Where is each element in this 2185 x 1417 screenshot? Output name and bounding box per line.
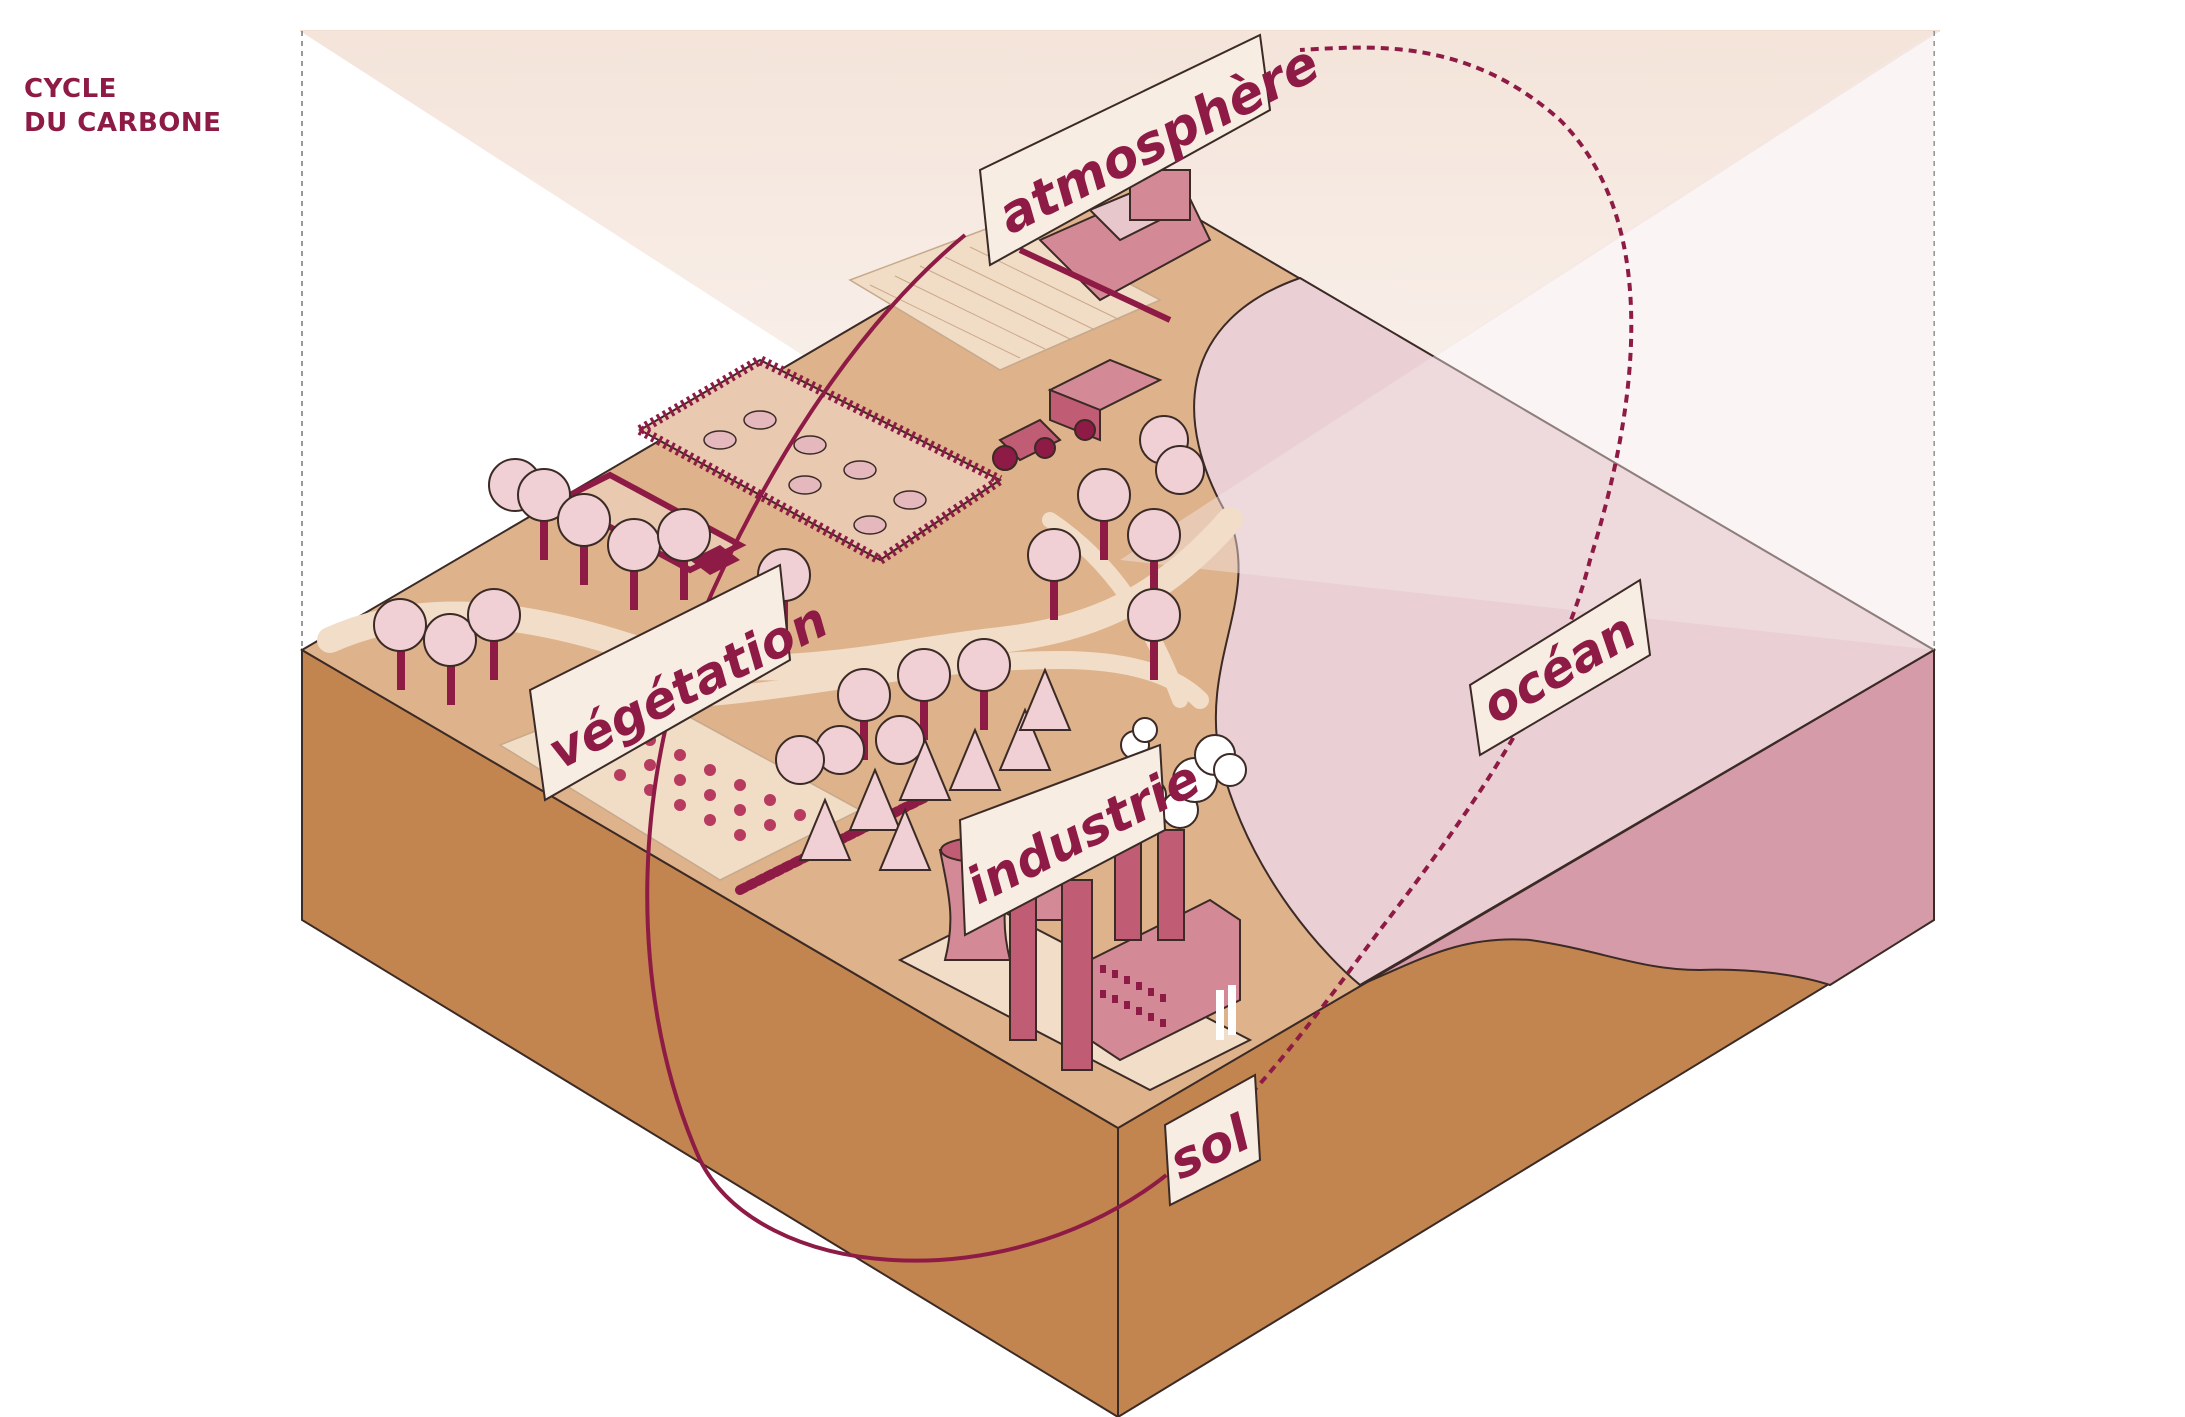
title-line-2: DU CARBONE (24, 108, 222, 138)
pig-enclosure (637, 354, 1003, 566)
diagram-title: CYCLE DU CARBONE (24, 72, 221, 140)
tractor-icon (992, 358, 1163, 471)
combine-harvester-icon (1018, 169, 1212, 323)
pig-icon (703, 410, 927, 535)
ocean-haze (1120, 31, 1934, 650)
tree-icon (373, 415, 1205, 785)
fir-tree-icon (798, 667, 1072, 871)
cycle-arrow-atmosphere-to-soil (645, 233, 1162, 1263)
title-line-1: CYCLE (24, 74, 117, 104)
smoke-icon (1120, 717, 1247, 835)
cycle-arrow-soil-to-atmosphere (1158, 45, 1634, 1182)
chimney-icon (1009, 829, 1185, 1071)
